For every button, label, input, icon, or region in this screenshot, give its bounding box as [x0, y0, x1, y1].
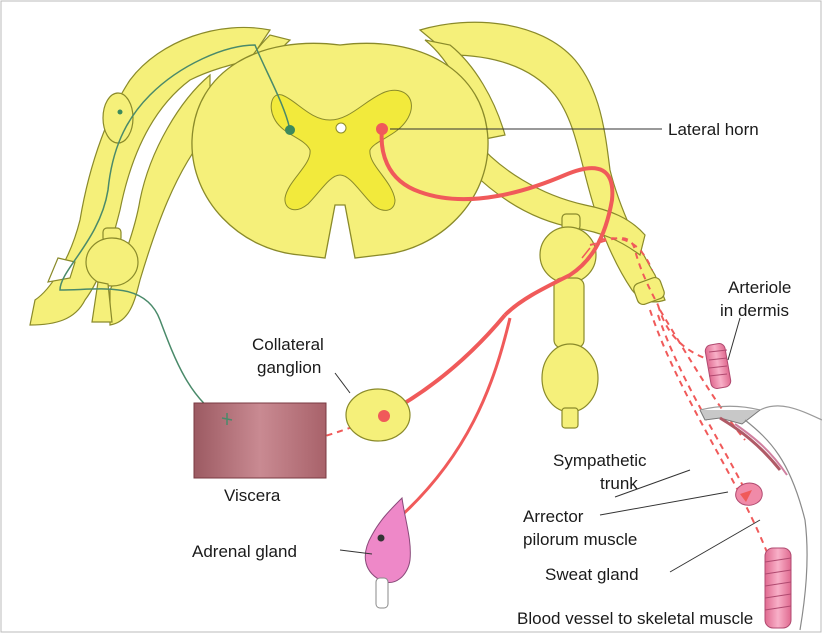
label-sympathetic-line2: trunk — [600, 474, 638, 493]
spinal-cord — [192, 43, 488, 258]
adrenal-gland — [365, 498, 410, 608]
viscera-block — [194, 403, 326, 478]
arteriole-in-dermis — [704, 343, 731, 390]
label-arrector-line2: pilorum muscle — [523, 530, 637, 549]
label-collateral-line1: Collateral — [252, 335, 324, 354]
right-paravertebral-ganglion — [540, 214, 598, 428]
central-canal — [336, 123, 346, 133]
label-arteriole-line2: in dermis — [720, 301, 789, 320]
skin-section — [700, 406, 822, 630]
label-collateral-line2: ganglion — [257, 358, 321, 377]
label-arteriole-line1: Arteriole — [728, 278, 791, 297]
label-sweat-gland: Sweat gland — [545, 565, 639, 584]
collateral-ganglion-neuron — [378, 410, 390, 422]
label-blood-vessel: Blood vessel to skeletal muscle — [517, 609, 753, 628]
sensory-ganglion-dot — [118, 110, 123, 115]
skeletal-muscle-vessel — [765, 548, 791, 628]
label-sympathetic-line1: Sympathetic — [553, 451, 647, 470]
left-dorsal-root-ganglion — [103, 93, 133, 143]
label-adrenal: Adrenal gland — [192, 542, 297, 561]
label-lateral-horn: Lateral horn — [668, 120, 759, 139]
label-arrector-line1: Arrector — [523, 507, 584, 526]
collateral-ganglion — [346, 389, 410, 441]
label-viscera: Viscera — [224, 486, 281, 505]
sensory-neuron-body — [285, 125, 295, 135]
